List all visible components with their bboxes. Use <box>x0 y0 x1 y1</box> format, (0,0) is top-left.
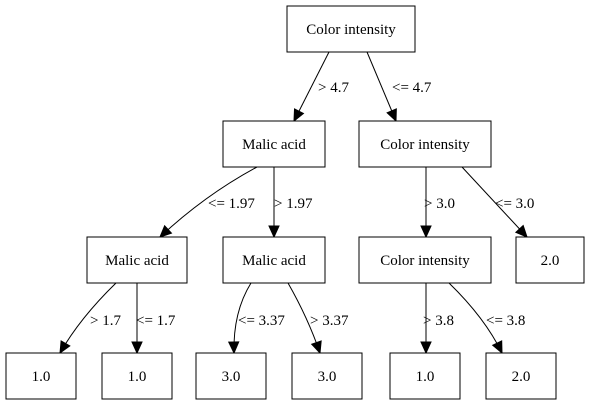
tree-edge: > 3.8 <box>420 283 454 355</box>
arrowhead-icon <box>420 225 432 239</box>
tree-edge: <= 1.97 <box>159 166 258 238</box>
node-label: 3.0 <box>318 369 337 385</box>
split-node: Malic acid <box>222 120 326 168</box>
edge-label: <= 3.37 <box>238 313 285 329</box>
edge-line <box>159 166 258 238</box>
node-box <box>358 236 492 284</box>
node-box <box>195 352 267 400</box>
edge-line <box>293 51 330 122</box>
split-node: Malic acid <box>86 236 188 284</box>
node-box <box>222 120 326 168</box>
node-label: Color intensity <box>380 137 470 153</box>
leaf-node: 3.0 <box>291 352 363 400</box>
edge-label: <= 3.8 <box>486 313 525 329</box>
node-box <box>5 352 77 400</box>
node-box <box>86 236 188 284</box>
tree-edge: <= 3.8 <box>448 282 525 355</box>
edge-label: > 3.0 <box>424 196 455 212</box>
node-label: 2.0 <box>541 253 560 269</box>
arrowhead-icon <box>268 225 280 239</box>
edge-label: > 1.97 <box>274 196 313 212</box>
split-node: Malic acid <box>222 236 326 284</box>
tree-edge: <= 3.0 <box>461 166 534 238</box>
split-node: Color intensity <box>286 5 416 53</box>
edge-label: <= 1.97 <box>208 196 255 212</box>
tree-edge: > 3.37 <box>287 282 349 355</box>
split-node: Color intensity <box>358 120 492 168</box>
node-box <box>389 352 461 400</box>
node-label: 1.0 <box>128 369 147 385</box>
node-box <box>291 352 363 400</box>
tree-edge: > 1.97 <box>268 167 313 239</box>
edge-line <box>366 51 397 122</box>
node-label: Malic acid <box>242 253 306 269</box>
edge-label: <= 4.7 <box>392 80 432 96</box>
arrowhead-icon <box>293 108 305 123</box>
arrowhead-icon <box>227 341 240 355</box>
arrowhead-icon <box>491 340 503 355</box>
node-box <box>515 236 585 284</box>
node-box <box>358 120 492 168</box>
leaf-node: 2.0 <box>515 236 585 284</box>
arrowhead-icon <box>310 340 322 355</box>
arrowhead-icon <box>386 108 397 123</box>
node-box <box>485 352 557 400</box>
node-label: Malic acid <box>242 137 306 153</box>
leaf-node: 1.0 <box>101 352 173 400</box>
node-label: Color intensity <box>380 253 470 269</box>
node-label: Color intensity <box>306 22 396 38</box>
edge-label: > 3.37 <box>310 313 349 329</box>
leaf-node: 1.0 <box>5 352 77 400</box>
edge-label: <= 1.7 <box>136 313 176 329</box>
node-label: 2.0 <box>512 369 531 385</box>
arrowhead-icon <box>420 341 432 355</box>
node-label: 1.0 <box>416 369 435 385</box>
arrowhead-icon <box>159 224 173 238</box>
tree-edge: <= 4.7 <box>366 51 432 123</box>
leaf-node: 2.0 <box>485 352 557 400</box>
tree-edge: > 1.7 <box>59 282 121 355</box>
edge-label: > 4.7 <box>318 80 349 96</box>
node-label: Malic acid <box>105 253 169 269</box>
leaf-node: 1.0 <box>389 352 461 400</box>
node-label: 3.0 <box>222 369 241 385</box>
edge-label: > 3.8 <box>423 313 454 329</box>
leaf-node: 3.0 <box>195 352 267 400</box>
node-box <box>222 236 326 284</box>
edge-label: > 1.7 <box>90 313 121 329</box>
edge-line <box>461 166 528 238</box>
node-box <box>101 352 173 400</box>
tree-edge: > 4.7 <box>293 51 349 123</box>
edge-label: <= 3.0 <box>495 196 534 212</box>
arrowhead-icon <box>131 341 143 355</box>
split-node: Color intensity <box>358 236 492 284</box>
node-box <box>286 5 416 53</box>
arrowhead-icon <box>59 340 71 355</box>
arrowhead-icon <box>514 224 528 238</box>
node-label: 1.0 <box>32 369 51 385</box>
tree-edge: <= 1.7 <box>131 283 176 355</box>
tree-edge: <= 3.37 <box>227 282 285 355</box>
tree-edge: > 3.0 <box>420 167 455 239</box>
